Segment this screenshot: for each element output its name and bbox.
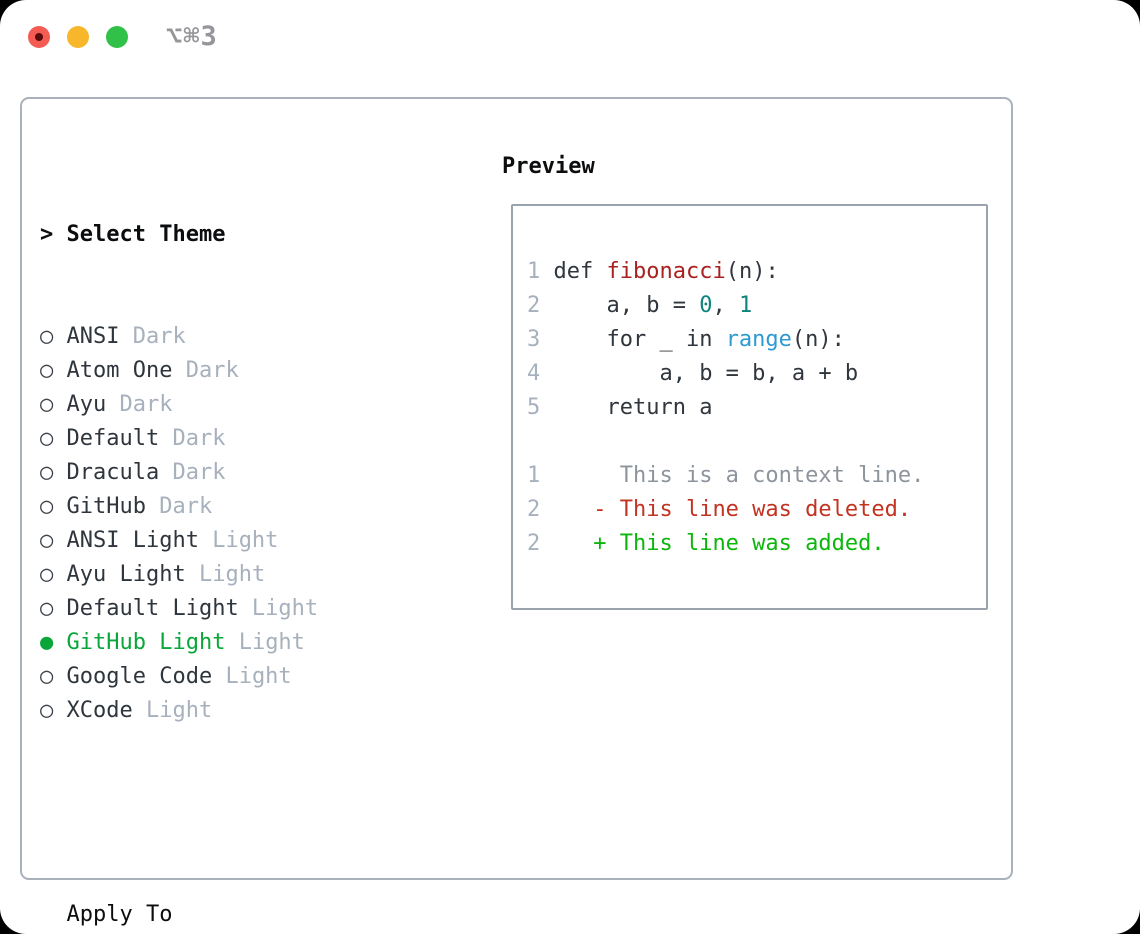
theme-variant-tag: Light (198, 528, 279, 553)
code-line: 2 a, b = 0, 1 (527, 289, 982, 323)
code-token: (n): (791, 327, 845, 352)
radio-icon: ○ (40, 460, 67, 485)
code-token: a, b = (553, 293, 700, 318)
code-token: This is a context line. (553, 463, 925, 488)
code-token: 1 (738, 293, 753, 318)
theme-option[interactable]: ○ ANSI Light Light (40, 524, 502, 558)
radio-icon: ○ (40, 562, 67, 587)
close-button[interactable] (28, 26, 50, 48)
code-token: (n): (725, 259, 779, 284)
code-line: 3 for _ in range(n): (527, 323, 982, 357)
theme-name: GitHub (66, 494, 146, 519)
theme-name: GitHub Light (66, 630, 226, 655)
radio-icon: ○ (40, 426, 67, 451)
theme-variant-tag: Dark (159, 460, 226, 485)
theme-variant-tag: Dark (172, 358, 239, 383)
radio-icon: ○ (40, 324, 67, 349)
line-number: 1 (527, 463, 554, 488)
code-token: def (553, 259, 607, 284)
theme-name: Default Light (66, 596, 239, 621)
code-line: 1 This is a context line. (527, 459, 982, 493)
modified-indicator-icon (35, 33, 43, 41)
theme-option[interactable]: ○ Default Light Light (40, 592, 502, 626)
theme-name: ANSI (66, 324, 120, 349)
code-line: 2 - This line was deleted. (527, 493, 982, 527)
theme-option[interactable]: ○ Ayu Dark (40, 388, 502, 422)
spacer (40, 796, 502, 830)
code-token: fibonacci (606, 259, 726, 284)
code-line: 1 def fibonacci(n): (527, 255, 982, 289)
left-column: > Select Theme ○ ANSI Dark○ Atom One Dar… (40, 150, 502, 934)
theme-name: Dracula (66, 460, 160, 485)
theme-name: ANSI Light (66, 528, 199, 553)
code-token: range (725, 327, 792, 352)
line-number: 1 (527, 259, 554, 284)
theme-option[interactable]: ● GitHub Light Light (40, 626, 502, 660)
radio-icon: ○ (40, 698, 67, 723)
line-number: 5 (527, 395, 554, 420)
radio-icon: ○ (40, 596, 67, 621)
theme-option[interactable]: ○ XCode Light (40, 694, 502, 728)
theme-option[interactable]: ○ Default Dark (40, 422, 502, 456)
theme-option[interactable]: ○ GitHub Dark (40, 490, 502, 524)
theme-variant-tag: Dark (106, 392, 173, 417)
code-token: - This line was deleted. (553, 497, 912, 522)
apply-to-header: Apply To (66, 902, 173, 927)
theme-variant-tag: Light (225, 630, 305, 655)
code-token: , (712, 293, 739, 318)
radio-icon: ● (40, 630, 67, 655)
minimize-button[interactable] (67, 26, 89, 48)
code-line: 2 + This line was added. (527, 527, 982, 561)
theme-option[interactable]: ○ Dracula Dark (40, 456, 502, 490)
code-token: + This line was added. (553, 531, 885, 556)
radio-icon: ○ (40, 392, 67, 417)
theme-option[interactable]: ○ Atom One Dark (40, 354, 502, 388)
theme-picker-panel: > Select Theme ○ ANSI Dark○ Atom One Dar… (20, 97, 1013, 927)
theme-list: ○ ANSI Dark○ Atom One Dark○ Ayu Dark○ De… (40, 320, 502, 728)
code-line (527, 425, 982, 459)
code-line: 5 return a (527, 391, 982, 425)
theme-variant-tag: Light (238, 596, 319, 621)
radio-icon: ○ (40, 358, 67, 383)
theme-variant-tag: Dark (119, 324, 186, 349)
line-number: 4 (527, 361, 554, 386)
code-token: a, b = b, a + b (553, 361, 859, 386)
theme-variant-tag: Dark (159, 426, 226, 451)
code-token: for _ in (553, 327, 726, 352)
theme-name: Ayu Light (66, 562, 186, 587)
theme-name: Atom One (66, 358, 173, 383)
line-number: 2 (527, 293, 554, 318)
theme-name: XCode (66, 698, 133, 723)
theme-variant-tag: Light (212, 664, 292, 689)
radio-icon: ○ (40, 494, 67, 519)
window-title: ⌥⌘3 (166, 21, 218, 52)
code-token: 0 (699, 293, 713, 318)
code-line: 4 a, b = b, a + b (527, 357, 982, 391)
theme-option[interactable]: ○ Google Code Light (40, 660, 502, 694)
theme-variant-tag: Dark (145, 494, 213, 519)
theme-option[interactable]: ○ Ayu Light Light (40, 558, 502, 592)
theme-option[interactable]: ○ ANSI Dark (40, 320, 502, 354)
radio-icon: ○ (40, 528, 67, 553)
theme-variant-tag: Light (132, 698, 213, 723)
maximize-button[interactable] (106, 26, 128, 48)
line-number: 3 (527, 327, 554, 352)
cursor-icon: > (40, 222, 67, 247)
theme-variant-tag: Light (185, 562, 266, 587)
line-number: 2 (527, 497, 554, 522)
line-number: 2 (527, 531, 554, 556)
select-theme-header: > Select Theme (40, 222, 226, 247)
preview-header: Preview (502, 154, 595, 179)
titlebar: ⌥⌘3 (0, 0, 1140, 97)
theme-name: Default (66, 426, 160, 451)
code-token: return a (553, 395, 713, 420)
theme-name: Ayu (66, 392, 107, 417)
theme-name: Google Code (66, 664, 213, 689)
radio-icon: ○ (40, 664, 67, 689)
